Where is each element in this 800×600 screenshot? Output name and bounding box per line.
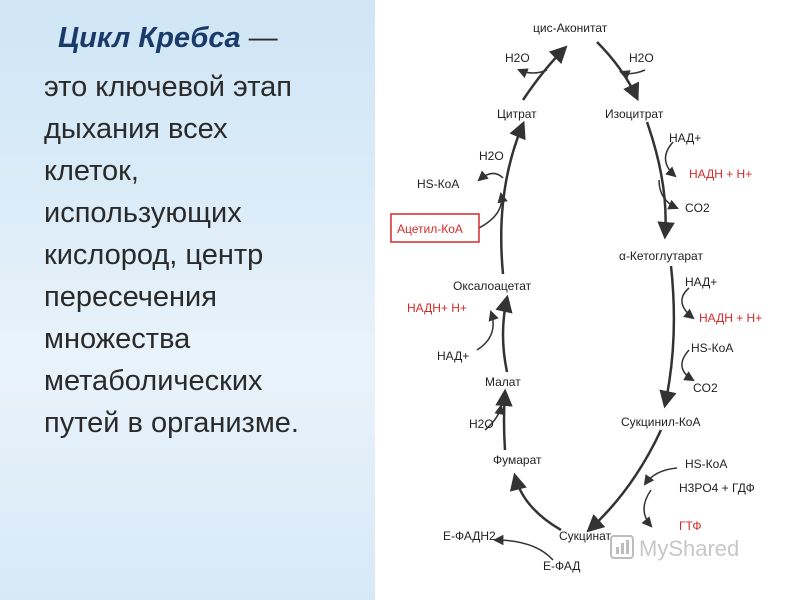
succinyl-coa-label: Сукцинил-КоА	[621, 415, 701, 429]
arrow-side-h2o-out	[517, 68, 548, 79]
h2o-label: H2O	[629, 51, 654, 65]
arrow-fumarate-to-malate	[495, 388, 513, 451]
arrow-aconitate-to-isocitrate	[596, 41, 640, 102]
body-line: кислород, центр	[44, 239, 264, 271]
body-line: метаболических	[44, 365, 263, 397]
title-highlight: Цикл Кребса	[58, 22, 241, 54]
arrow-side-nad-3	[476, 310, 499, 351]
isocitrate-label: Изоцитрат	[605, 107, 664, 121]
nad-label: НАД+	[669, 131, 701, 145]
hs-coa-label: HS-КоА	[685, 457, 727, 471]
alpha-ketoglutarate-label: α-Кетоглутарат	[619, 249, 703, 263]
arrow-akg-to-succinylcoa	[659, 265, 677, 409]
cycle-svg: цис-Аконитат H2O H2O Цитрат Изоцитрат H2…	[390, 21, 762, 573]
nadh-label: НАДН + Н+	[699, 311, 762, 325]
co2-label: CO2	[693, 381, 718, 395]
arrow-side-nad-2	[681, 287, 695, 320]
hs-coa-label: HS-КоА	[417, 177, 459, 191]
h2o-label: H2O	[505, 51, 530, 65]
h2o-label: H2O	[479, 149, 504, 163]
arrow-succinate-to-fumarate	[509, 472, 562, 532]
nad-label: НАД+	[437, 349, 469, 363]
acetyl-coa-box	[390, 213, 480, 243]
slide-title: Цикл Кребса —	[58, 22, 278, 55]
cis-aconitate-label: цис-Аконитат	[533, 21, 608, 35]
co2-label: CO2	[685, 201, 710, 215]
watermark-logo-icon	[610, 535, 634, 559]
body-line: множества	[44, 323, 191, 355]
arrow-side-nad-1	[664, 141, 677, 178]
watermark-text: MyShared	[639, 536, 739, 561]
malate-label: Малат	[485, 375, 521, 389]
krebs-cycle-diagram: цис-Аконитат H2O H2O Цитрат Изоцитрат H2…	[375, 0, 800, 600]
arrow-side-acetylcoa	[478, 191, 508, 229]
e-fadh2-label: Е-ФАДН2	[443, 529, 496, 543]
title-dash: —	[248, 22, 278, 54]
gtp-label: ГТФ	[679, 519, 702, 533]
h3po4-gdp-label: H3PO4 + ГДФ	[679, 481, 755, 495]
body-line: дыхания всех	[44, 113, 228, 145]
arrow-side-h2o-in	[619, 69, 646, 80]
nadh-label: НАДН+ Н+	[407, 301, 467, 315]
arrow-side-co2-1	[658, 179, 679, 210]
hs-coa-label: HS-КоА	[691, 341, 733, 355]
slide-text-panel: Цикл Кребса — это ключевой этап дыхания …	[0, 0, 375, 600]
arrow-side-gdp	[641, 489, 653, 528]
arrow-succinylcoa-to-succinate	[586, 429, 663, 533]
arrow-malate-to-oxaloacetate	[495, 294, 513, 373]
e-fad-label: Е-ФАД	[543, 559, 580, 573]
nadh-label: НАДН + Н+	[689, 167, 752, 181]
citrate-label: Цитрат	[497, 107, 537, 121]
body-line: пересечения	[44, 281, 217, 313]
body-line: путей в организме.	[44, 407, 299, 439]
arrow-side-hscoa-2	[681, 349, 695, 382]
arrow-side-hscoa-1	[477, 170, 504, 182]
body-line: использующих	[44, 197, 242, 229]
arrow-side-h2o-4	[484, 403, 505, 431]
nad-label: НАД+	[685, 275, 717, 289]
succinate-label: Сукцинат	[559, 529, 612, 543]
arrow-oxaloacetate-to-citrate	[499, 120, 526, 275]
arrow-isocitrate-to-akg	[645, 121, 675, 240]
fumarate-label: Фумарат	[493, 453, 542, 467]
arrow-side-fad	[492, 534, 554, 561]
arrow-side-hscoa-3	[643, 467, 678, 486]
body-line: это ключевой этап	[44, 71, 293, 103]
acetyl-coa-label: Ацетил-КоА	[397, 222, 463, 236]
h2o-label: H2O	[469, 417, 494, 431]
oxaloacetate-label: Оксалоацетат	[453, 279, 532, 293]
slide-body: это ключевой этап дыхания всех клеток, и…	[44, 66, 364, 444]
body-line: клеток,	[44, 155, 139, 187]
